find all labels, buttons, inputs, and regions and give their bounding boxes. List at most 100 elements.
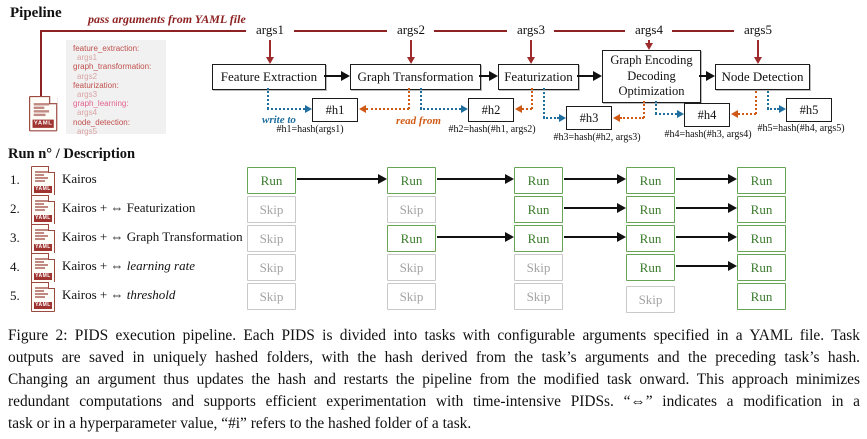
flow-arrow	[437, 178, 505, 180]
caption-line: Changing an argument thus updates the ha…	[8, 371, 860, 388]
flow-arrowhead	[728, 203, 737, 213]
run-row-description: Kairos + ⇔ threshold	[62, 287, 176, 302]
read-arrowhead	[359, 105, 366, 113]
task-arrowhead	[489, 71, 498, 81]
arg-label-5: args5	[744, 22, 772, 37]
arg-arrowhead	[754, 57, 762, 64]
write-connector	[655, 113, 677, 115]
run-row-description: Kairos + ⇔ learning rate	[62, 258, 195, 273]
yaml-file-icon: YAML	[31, 195, 55, 225]
task-arrowhead	[341, 71, 350, 81]
yaml-config-box: feature_extraction: args1 graph_transfor…	[66, 40, 166, 136]
flow-arrow	[297, 178, 378, 180]
flow-arrowhead	[505, 232, 514, 242]
hash-box-h1: #h1	[312, 98, 358, 122]
task-arrowhead	[706, 71, 715, 81]
yaml-config-line: graph_transformation:	[73, 62, 152, 72]
arg-label-3: args3	[517, 22, 545, 37]
yaml-config-line: featurization:	[73, 80, 119, 90]
write-connector	[420, 88, 422, 109]
args-line	[672, 30, 734, 32]
hash-equation-3: #h3=hash(#h2, args3)	[553, 132, 641, 143]
yaml-file-icon: YAML	[29, 96, 58, 132]
run-cell-button[interactable]: Run	[737, 225, 786, 252]
task-arrow	[479, 75, 489, 77]
arg-label-1: args1	[256, 22, 284, 37]
arg-label-4: args4	[635, 22, 663, 37]
flow-arrowhead	[728, 232, 737, 242]
write-connector	[655, 101, 657, 114]
write-arrowhead	[779, 105, 786, 113]
caption-line: outputs are saved in uniquely hashed fol…	[8, 349, 860, 366]
run-cell-button[interactable]: Skip	[387, 283, 436, 310]
run-cell-button[interactable]: Run	[626, 225, 675, 252]
run-cell-button[interactable]: Run	[626, 254, 675, 281]
yaml-config-line: args1	[77, 53, 98, 63]
arg-arrowhead	[407, 57, 415, 64]
hash-equation-1: #h1=hash(args1)	[276, 124, 344, 135]
arg-arrow	[410, 40, 412, 57]
run-cell-button[interactable]: Skip	[514, 254, 563, 281]
run-cell-button[interactable]: Run	[387, 167, 436, 194]
flow-arrow	[437, 236, 505, 238]
flow-arrow	[564, 178, 617, 180]
read-connector	[755, 91, 757, 114]
run-cell-button[interactable]: Skip	[247, 225, 296, 252]
write-connector	[420, 108, 461, 110]
flow-arrowhead	[617, 232, 626, 242]
arg-arrow	[648, 40, 650, 43]
run-cell-button[interactable]: Run	[387, 225, 436, 252]
run-cell-button[interactable]: Run	[626, 196, 675, 223]
write-arrowhead	[677, 110, 684, 118]
run-cell-button[interactable]: Run	[514, 167, 563, 194]
caption-line: task or in a hyperparameter value, “#i” …	[8, 415, 472, 432]
caption-line: Figure 2: PIDS execution pipeline. Each …	[8, 327, 860, 344]
flow-arrowhead	[617, 174, 626, 184]
run-cell-button[interactable]: Skip	[247, 254, 296, 281]
run-cell-button[interactable]: Run	[514, 196, 563, 223]
run-cell-button[interactable]: Run	[737, 283, 786, 310]
read-connector	[643, 101, 645, 118]
flow-arrow	[564, 207, 617, 209]
write-connector	[267, 108, 305, 110]
write-connector	[767, 108, 779, 110]
write-to-label: write to	[262, 114, 296, 126]
run-cell-button[interactable]: Skip	[387, 254, 436, 281]
write-connector	[543, 88, 545, 118]
run-cell-button[interactable]: Run	[247, 167, 296, 194]
task-arrowhead	[593, 71, 602, 81]
write-arrowhead	[461, 105, 468, 113]
write-connector	[543, 117, 559, 119]
yaml-config-line: args2	[77, 71, 98, 81]
flow-arrowhead	[617, 203, 626, 213]
flow-arrowhead	[728, 174, 737, 184]
run-cell-button[interactable]: Run	[514, 225, 563, 252]
flow-arrow	[676, 265, 728, 267]
runs-header: Run n° / Description	[8, 146, 136, 162]
read-connector	[620, 117, 644, 119]
run-cell-button[interactable]: Skip	[626, 286, 675, 313]
arg-arrow	[530, 40, 532, 57]
run-cell-button[interactable]: Run	[737, 167, 786, 194]
run-row-number: 1.	[10, 172, 20, 187]
write-arrowhead	[305, 105, 312, 113]
run-cell-button[interactable]: Run	[737, 254, 786, 281]
read-arrowhead	[731, 110, 738, 118]
run-cell-button[interactable]: Skip	[387, 196, 436, 223]
args-line	[294, 30, 387, 32]
write-arrowhead	[559, 114, 566, 122]
run-cell-button[interactable]: Run	[626, 167, 675, 194]
run-cell-button[interactable]: Run	[737, 196, 786, 223]
flow-arrow	[676, 236, 728, 238]
run-cell-button[interactable]: Skip	[247, 196, 296, 223]
read-arrowhead	[613, 114, 620, 122]
arg-arrow	[269, 40, 271, 57]
run-row-number: 4.	[10, 259, 20, 274]
run-cell-button[interactable]: Skip	[247, 283, 296, 310]
run-row-number: 2.	[10, 201, 20, 216]
hash-equation-4: #h4=hash(#h3, args4)	[664, 129, 752, 140]
yaml-file-icon: YAML	[31, 166, 55, 196]
run-cell-button[interactable]: Skip	[514, 283, 563, 310]
yaml-config-line: node_detection:	[73, 117, 130, 127]
